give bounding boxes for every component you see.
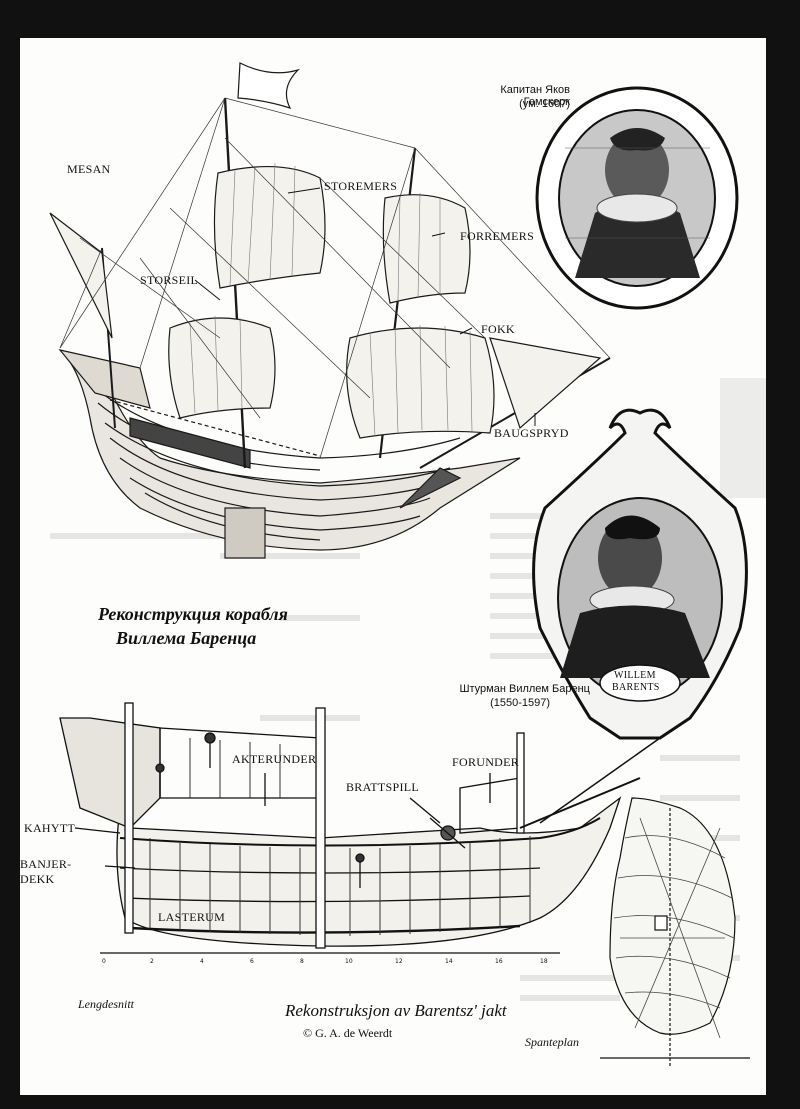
ship-reconstruction-drawing [49,62,611,559]
captain-portrait-engraving [535,86,739,310]
bleed-through-texture [50,378,766,1001]
illustration-page: 0 2 4 6 8 10 12 14 16 18 [20,38,766,1095]
navigator-years: (1550-1597) [490,697,550,709]
label-fokk: FOKK [481,322,515,336]
navigator-name: Штурман Виллем Баренц [459,683,590,695]
caption-spanteplan: Spanteplan [525,1035,579,1049]
label-forremers: FORREMERS [460,229,535,243]
label-akterunder: AKTERUNDER [232,752,317,766]
ship-caption-ru-line2: Виллема Баренца [116,628,257,648]
label-storemers: STOREMERS [324,179,398,193]
svg-text:18: 18 [540,958,548,965]
ship-caption-ru-line1: Реконструкция корабля [98,604,288,624]
scan-border-top [0,0,800,38]
label-brattspill: BRATTSPILL [346,780,420,794]
svg-text:0: 0 [102,958,106,965]
label-kahytt: KAHYTT [24,821,76,835]
label-baugspryd: BAUGSPRYD [494,426,569,440]
captain-name: Капитан Яков Гемскерк [500,84,570,108]
svg-text:4: 4 [200,958,204,965]
copyright: © G. A. de Weerdt [303,1026,393,1040]
plan-title: Rekonstruksjon av Barentsz' jakt [285,1001,507,1020]
scan-border-bottom [0,1095,800,1109]
lengthwise-section-plan: 0 2 4 6 8 10 12 14 16 18 [59,702,661,965]
scan-border-right [766,0,800,1109]
caption-lengdesnitt: Lengdesnitt [78,997,134,1011]
spanteplan-body-plan [600,797,750,1068]
scan-border-left [0,0,20,1109]
label-lasterum: LASTERUM [158,910,226,924]
label-forunder: FORUNDER [452,755,520,769]
label-banjer-line1: BANJER- [20,857,72,871]
captain-years: (ум. 1607) [519,98,570,110]
svg-text:6: 6 [250,958,254,965]
svg-text:12: 12 [395,958,403,965]
label-mesan: MESAN [67,162,111,176]
navigator-cartouche-line2: BARENTS [612,682,660,693]
label-banjer-line2: DEKK [20,872,55,886]
navigator-cartouche-line1: WILLEM [614,670,656,681]
label-storseil: STORSEIL [140,273,199,287]
svg-text:10: 10 [345,958,353,965]
svg-text:14: 14 [445,958,453,965]
navigator-portrait-engraving [532,408,748,740]
svg-text:16: 16 [495,958,503,965]
svg-text:2: 2 [150,958,154,965]
svg-text:8: 8 [300,958,304,965]
